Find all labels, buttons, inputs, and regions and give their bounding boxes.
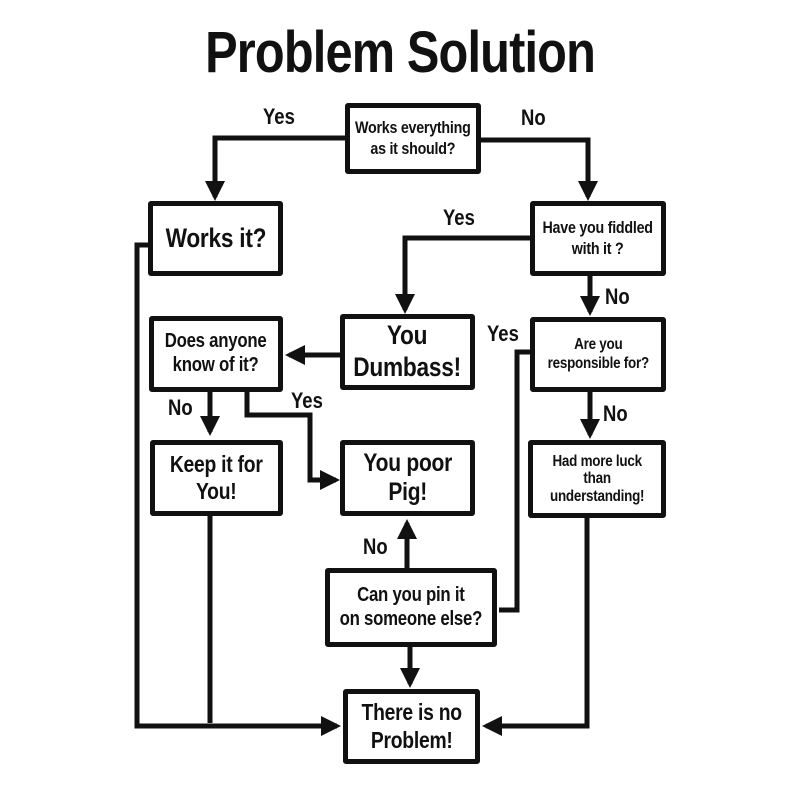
node-can-you-pin-it-label: Can you pin it on someone else?	[339, 583, 483, 630]
node-you-dumbass-label: You Dumbass!	[353, 320, 462, 382]
edge-label-pin-no: No	[363, 536, 392, 558]
node-you-poor-pig: You poor Pig!	[340, 440, 475, 516]
edge-label-know-yes: Yes	[291, 390, 329, 412]
node-does-anyone-know-label: Does anyone know of it?	[165, 330, 267, 376]
node-does-anyone-know: Does anyone know of it?	[149, 316, 283, 392]
node-have-you-fiddled: Have you fiddled with it ?	[530, 201, 666, 276]
edge-label-fiddled-yes: Yes	[443, 207, 481, 229]
edge-label-know-yes-text: Yes	[291, 388, 323, 413]
node-there-is-no-problem: There is no Problem!	[343, 689, 480, 764]
node-you-dumbass: You Dumbass!	[340, 314, 475, 390]
node-keep-it-for-you: Keep it for You!	[150, 440, 283, 516]
node-you-poor-pig-label: You poor Pig!	[363, 448, 452, 507]
edge-label-responsible-yes: Yes	[487, 323, 525, 345]
edge-worksit-to-noproblem	[134, 242, 341, 736]
node-had-more-luck-label: Had more luck than understanding!	[549, 452, 645, 505]
node-are-you-responsible-label: Are you responsible for?	[547, 335, 649, 372]
edge-label-top-yes-text: Yes	[263, 104, 295, 129]
edge-label-fiddled-no: No	[605, 286, 634, 308]
edge-label-responsible-yes-text: Yes	[487, 321, 519, 346]
edge-label-top-yes: Yes	[263, 106, 301, 128]
edge-label-top-no-text: No	[521, 105, 546, 130]
node-are-you-responsible: Are you responsible for?	[530, 317, 666, 392]
node-works-it-label: Works it?	[165, 222, 266, 253]
page-title: Problem Solution	[0, 24, 800, 82]
node-works-it: Works it?	[148, 201, 283, 276]
edge-fiddled-yes	[395, 235, 530, 314]
edge-label-pin-no-text: No	[363, 534, 388, 559]
node-have-you-fiddled-label: Have you fiddled with it ?	[542, 218, 654, 258]
edge-label-know-no-text: No	[168, 395, 193, 420]
edge-label-know-no: No	[168, 397, 197, 419]
edge-responsible-yes	[499, 349, 530, 613]
edge-label-responsible-no: No	[603, 403, 632, 425]
node-works-everything: Works everything as it should?	[345, 103, 481, 174]
node-there-is-no-problem-label: There is no Problem!	[361, 699, 462, 753]
node-works-everything-label: Works everything as it should?	[355, 118, 471, 158]
edge-label-top-no: No	[521, 107, 550, 129]
edge-know-yes	[244, 392, 340, 490]
edge-top-yes	[205, 135, 345, 201]
page-title-text: Problem Solution	[205, 20, 596, 85]
edge-top-no	[480, 137, 598, 201]
edge-luck-to-noproblem	[482, 518, 590, 736]
node-can-you-pin-it: Can you pin it on someone else?	[325, 568, 497, 647]
node-had-more-luck: Had more luck than understanding!	[528, 440, 666, 518]
edge-label-fiddled-yes-text: Yes	[443, 205, 475, 230]
edge-label-fiddled-no-text: No	[605, 284, 630, 309]
edge-label-responsible-no-text: No	[603, 401, 628, 426]
node-keep-it-for-you-label: Keep it for You!	[170, 450, 263, 504]
